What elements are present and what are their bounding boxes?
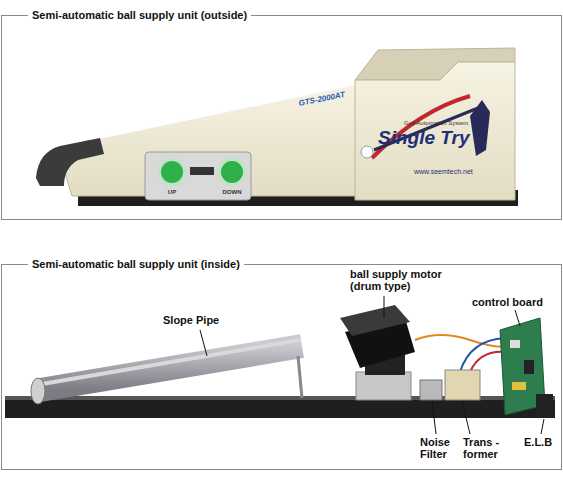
pipe-end-cap xyxy=(31,378,45,404)
button-ring xyxy=(158,158,186,186)
nose-cap xyxy=(36,138,104,186)
drum-top xyxy=(340,305,410,336)
panel-frame: Semi-automatic ball supply unit (outside… xyxy=(1,15,562,220)
leader-line xyxy=(515,310,520,326)
pipe-support xyxy=(298,356,302,398)
logo-swoosh xyxy=(372,96,470,158)
panel-heading: Semi-automatic ball supply unit (outside… xyxy=(28,8,251,22)
part-label: ball supply motor (drum type) xyxy=(350,268,454,292)
part-label: E.L.B xyxy=(524,436,560,448)
part-label: Noise Filter xyxy=(420,436,462,460)
part-label: DOWN xyxy=(220,189,244,196)
leader-line xyxy=(200,330,207,356)
up-button xyxy=(161,161,183,183)
slope-pipe xyxy=(40,346,302,390)
noise-filter xyxy=(420,380,442,400)
leader-line xyxy=(541,419,544,434)
board-part xyxy=(512,382,526,390)
board-part xyxy=(524,360,534,374)
body-highlight xyxy=(90,84,356,140)
part-label: Single Try xyxy=(378,128,490,149)
control-panel xyxy=(145,152,251,200)
part-label: Trans -former xyxy=(463,436,511,460)
transformer xyxy=(445,370,480,400)
wire xyxy=(470,352,505,372)
base-plate xyxy=(5,398,555,418)
button-ring xyxy=(218,158,246,186)
board-part xyxy=(510,340,520,348)
part-label: UP xyxy=(160,189,184,196)
hopper-box xyxy=(355,62,515,200)
part-label: Golf Automation System xyxy=(404,120,496,127)
panel-heading: Semi-automatic ball supply unit (inside) xyxy=(28,257,244,271)
display-window xyxy=(190,167,214,175)
part-label: Slope Pipe xyxy=(163,314,239,326)
golfer-figure xyxy=(470,100,490,156)
down-button xyxy=(221,161,243,183)
leader-line xyxy=(462,401,470,434)
golf-ball xyxy=(361,146,373,158)
leader-line xyxy=(384,296,385,318)
wire xyxy=(460,338,505,372)
pipe-highlight xyxy=(42,340,300,384)
leader-line xyxy=(432,401,436,434)
motor-housing xyxy=(356,372,411,400)
part-label: www.seemtech.net xyxy=(414,168,494,176)
elb-switch xyxy=(536,394,553,418)
wire xyxy=(415,335,510,347)
part-label: control board xyxy=(472,296,562,308)
